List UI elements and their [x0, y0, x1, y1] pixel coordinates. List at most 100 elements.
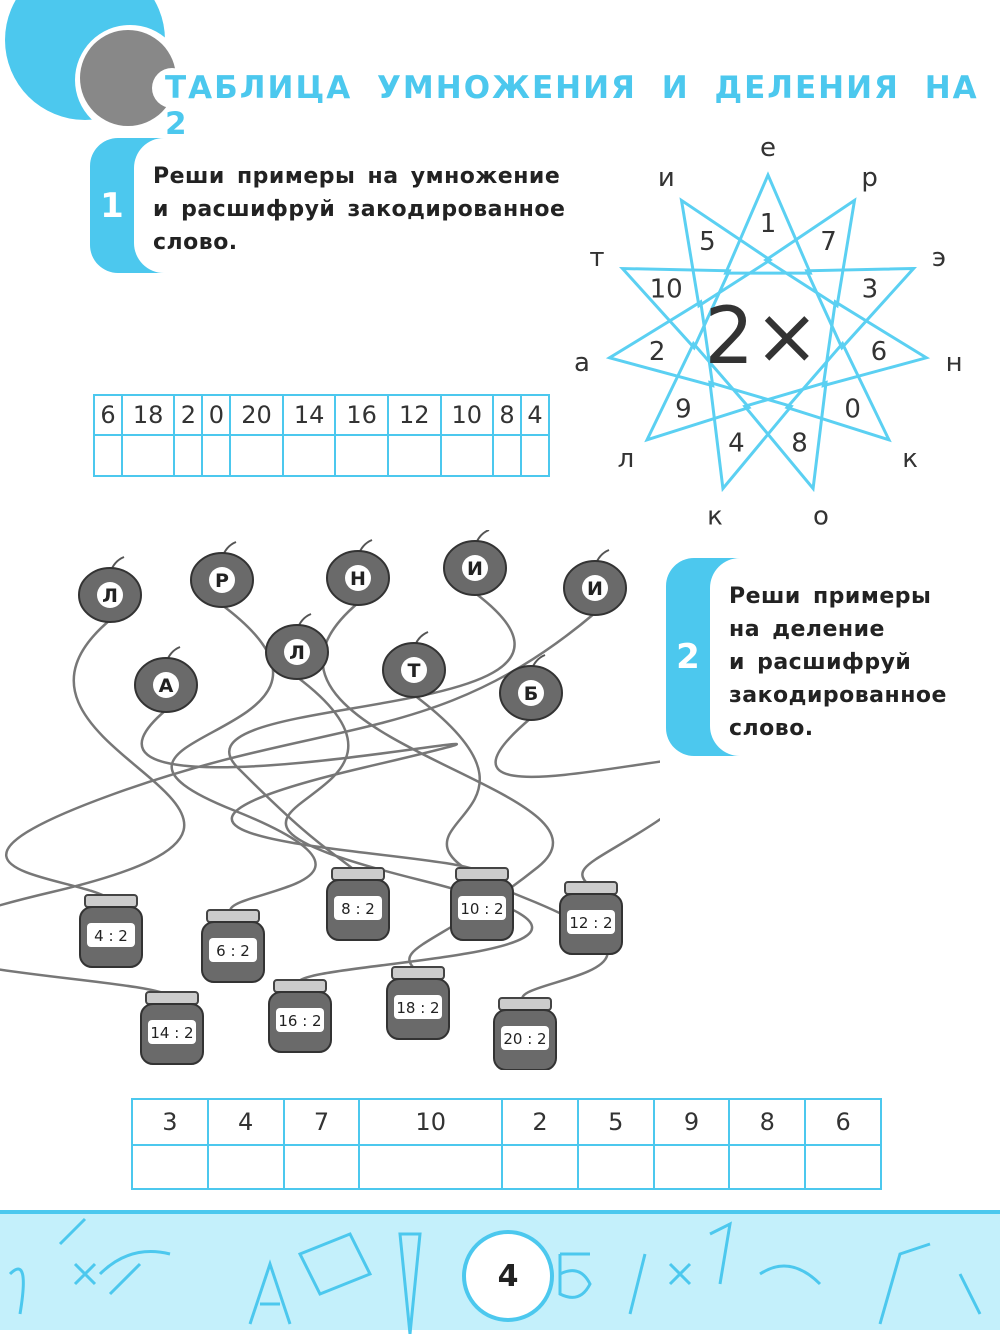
code-cell: 5 [576, 1098, 655, 1146]
answer-cell[interactable] [652, 1144, 731, 1190]
apple-letter: Б [524, 683, 538, 705]
jar-expression: 6 : 2 [216, 942, 250, 960]
code-cell: 3 [131, 1098, 209, 1146]
apple-label-bg [582, 575, 608, 601]
star-ray [723, 171, 813, 275]
jar-label-bg [209, 938, 257, 962]
star-number: 2 [649, 337, 666, 367]
apple-letter: Н [350, 568, 366, 590]
maze-string [494, 717, 660, 888]
apple-label-bg [518, 680, 544, 706]
jar-expression: 12 : 2 [569, 914, 612, 932]
answer-cell[interactable] [206, 1144, 285, 1190]
apple-letter: И [467, 558, 483, 580]
task-2-badge: 2 [666, 558, 780, 756]
jar-lid [145, 991, 199, 1005]
jar-expression: 8 : 2 [341, 900, 375, 918]
apple-letter: И [587, 578, 603, 600]
answer-cell[interactable] [386, 434, 442, 477]
star-letter: э [932, 243, 946, 273]
jar-label-bg [148, 1020, 196, 1044]
answer-cell[interactable] [282, 1144, 361, 1190]
doodles-icon [8, 1217, 982, 1335]
code-cell: 7 [282, 1098, 361, 1146]
jar-label-bg [394, 995, 442, 1019]
answer-cell[interactable] [439, 434, 495, 477]
code-cell: 18 [120, 394, 176, 436]
answer-cell[interactable] [576, 1144, 655, 1190]
apple-letter: Л [102, 585, 118, 607]
jar-expression: 16 : 2 [278, 1012, 321, 1030]
star-letter: к [902, 444, 918, 474]
code-cell: 4 [520, 394, 550, 436]
star-number: 0 [844, 394, 861, 424]
apple-letter: Т [408, 660, 421, 682]
jar-lid [564, 881, 618, 895]
answer-cell[interactable] [728, 1144, 807, 1190]
jar-lid [206, 909, 260, 923]
answer-cell[interactable] [334, 434, 389, 477]
code-cell: 16 [334, 394, 389, 436]
jar-lid [498, 997, 552, 1011]
apple-label-bg [153, 672, 179, 698]
star-letter: а [574, 348, 590, 378]
apple-letter: Р [215, 570, 229, 592]
maze-string [170, 604, 317, 916]
maze-string [284, 676, 534, 986]
code-cell: 2 [501, 1098, 579, 1146]
star-center: 2× [705, 292, 820, 382]
star-number: 6 [871, 337, 888, 367]
task-1-badge: 1 [90, 138, 204, 273]
answer-cell[interactable] [501, 1144, 579, 1190]
star-letter: л [618, 444, 635, 474]
jar-expression: 20 : 2 [503, 1030, 546, 1048]
answer-cell[interactable] [201, 434, 232, 477]
apple-label-bg [401, 657, 427, 683]
code-cell: 10 [358, 1098, 504, 1146]
jar-lid [331, 867, 385, 881]
answer-cell[interactable] [173, 434, 204, 477]
answer-cell[interactable] [131, 1144, 209, 1190]
jar-label-bg [501, 1026, 549, 1050]
maze-string [0, 619, 186, 999]
jar-label-bg [334, 896, 382, 920]
answer-cell[interactable] [492, 434, 522, 477]
star-ray [679, 197, 773, 309]
answer-cell[interactable] [520, 434, 550, 477]
apple-letter: А [159, 675, 174, 697]
code-cell: 8 [492, 394, 522, 436]
star-number: 10 [650, 274, 683, 304]
jar-label-bg [276, 1008, 324, 1032]
jar-label-bg [458, 896, 506, 920]
maze-string [5, 612, 596, 901]
answer-cell[interactable] [804, 1144, 882, 1190]
answer-cell[interactable] [120, 434, 176, 477]
answer-cell[interactable] [358, 1144, 504, 1190]
jar-lid [84, 894, 138, 908]
star-number: 7 [820, 227, 837, 257]
star-letter: т [589, 243, 604, 273]
star-number: 8 [791, 428, 808, 458]
answer-cell[interactable] [229, 434, 284, 477]
jar-label-bg [567, 910, 615, 934]
star-letter: н [946, 348, 963, 378]
star-letter: р [861, 163, 878, 193]
star-letter: о [813, 501, 829, 530]
page-title: ТАБЛИЦА УМНОЖЕНИЯ И ДЕЛЕНИЯ НА 2 [165, 70, 979, 142]
apple-label-bg [97, 582, 123, 608]
apple-label-bg [345, 565, 371, 591]
star-ray [644, 340, 752, 443]
code-cell: 20 [229, 394, 284, 436]
apple-label-bg [209, 567, 235, 593]
task-1-text: Реши примеры на умножение и расшифруй за… [153, 164, 566, 255]
apple-letter: Л [289, 642, 305, 664]
star-ray [804, 266, 917, 351]
star-ray [619, 266, 732, 351]
code-cell: 2 [173, 394, 204, 436]
answer-cell[interactable] [93, 434, 123, 477]
jar-expression: 10 : 2 [460, 900, 503, 918]
answer-cell[interactable] [281, 434, 337, 477]
star-ray [605, 299, 715, 388]
star-letter: к [707, 501, 723, 530]
